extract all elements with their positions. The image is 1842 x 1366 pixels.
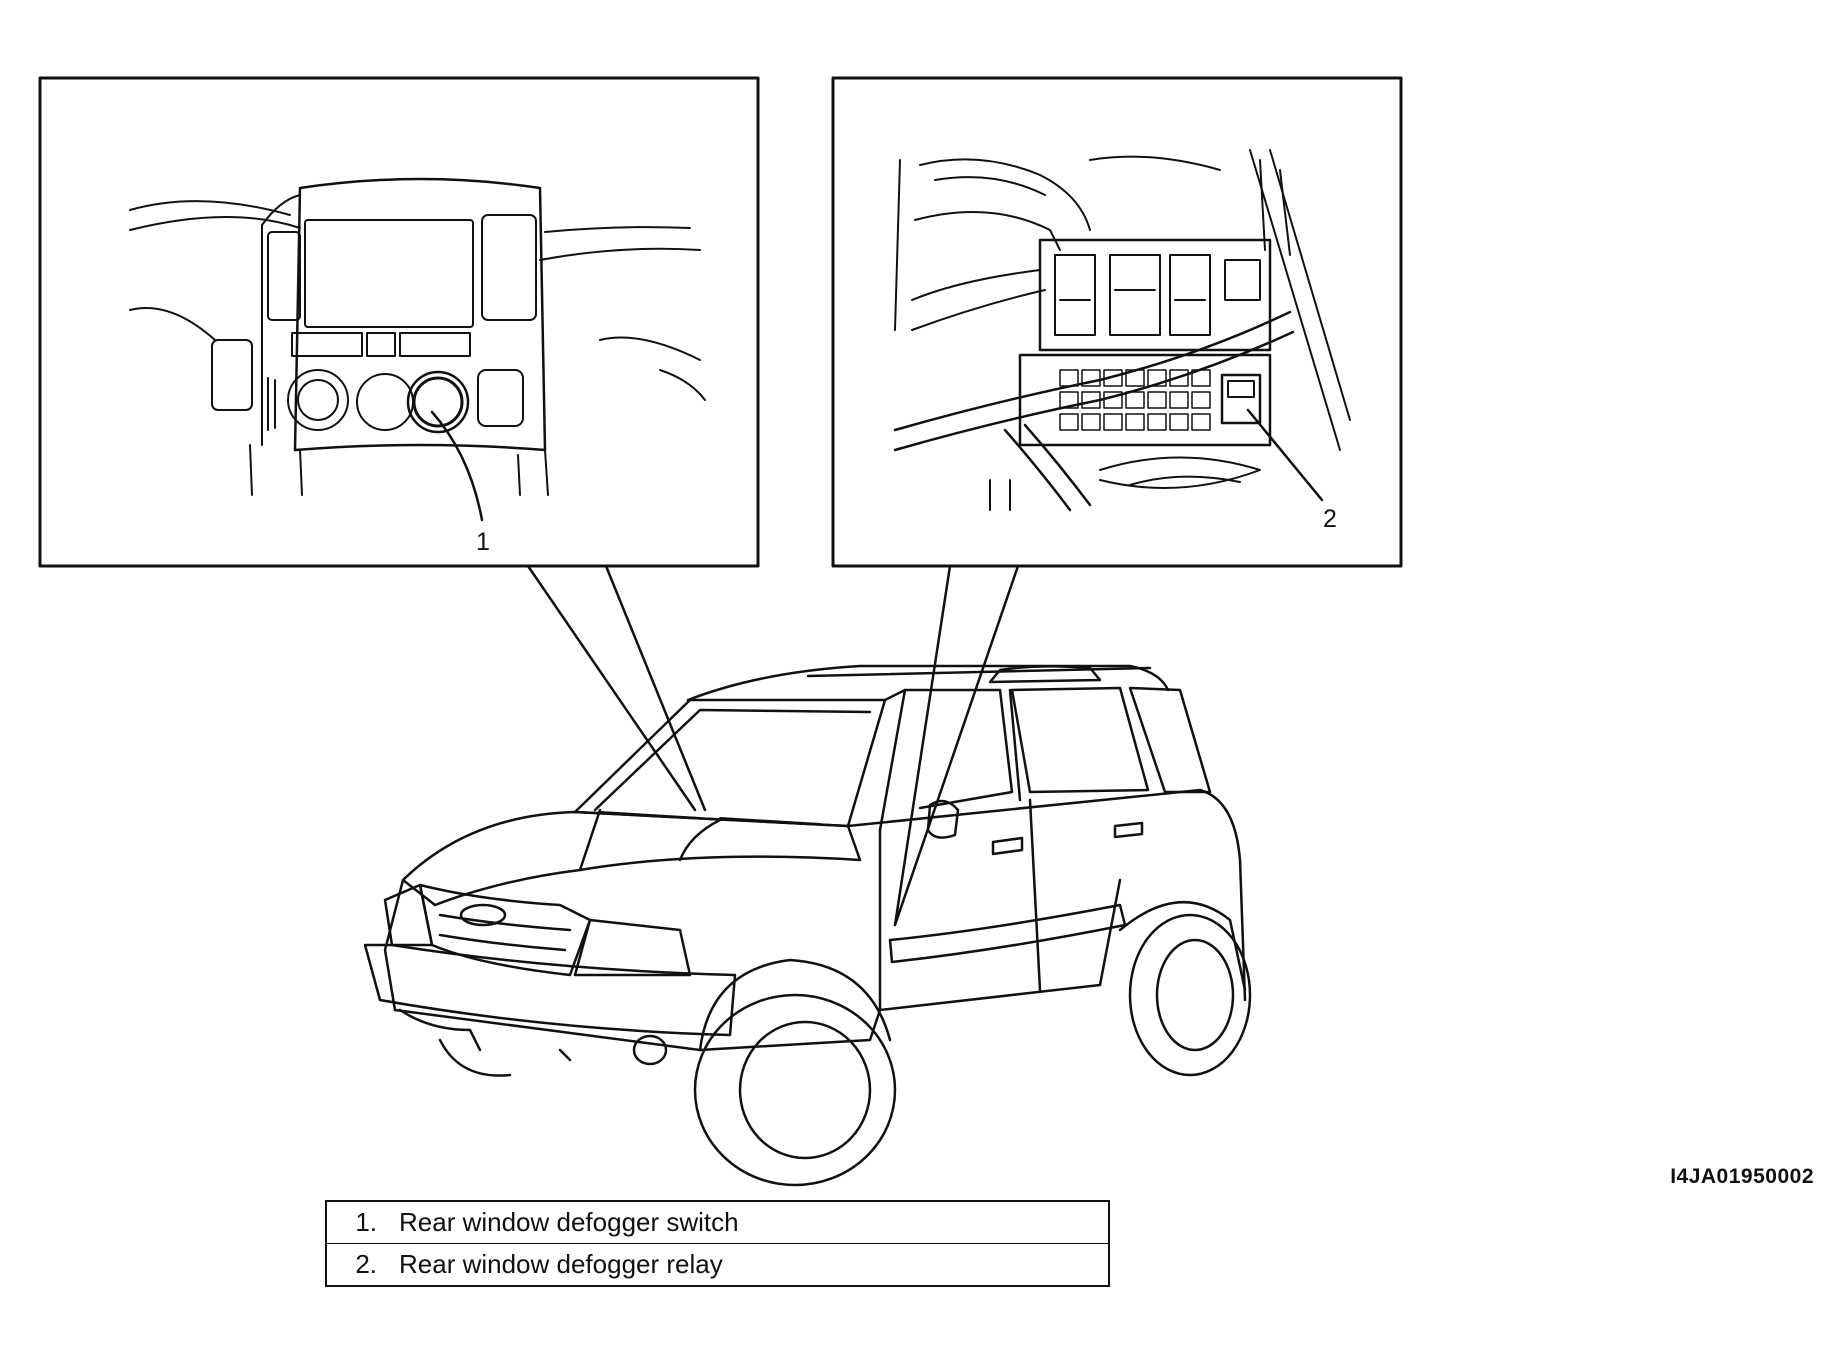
headlight-left bbox=[383, 883, 434, 947]
rear-wheel bbox=[1128, 913, 1252, 1077]
defogger-relay bbox=[1220, 373, 1262, 425]
relay-box-illustration bbox=[893, 149, 1351, 512]
callout-leader-2 bbox=[893, 564, 1020, 927]
hood bbox=[401, 810, 862, 907]
front-wheel bbox=[693, 993, 897, 1187]
callout-number-1: 1 bbox=[476, 528, 490, 556]
side-moulding bbox=[888, 903, 1127, 964]
relay-leader-line bbox=[1246, 408, 1324, 502]
legend-text-2: Rear window defogger relay bbox=[399, 1249, 723, 1279]
side-mirror bbox=[926, 799, 960, 839]
figure-code: I4JA01950002 bbox=[1670, 1165, 1814, 1188]
front-bumper bbox=[363, 943, 737, 1037]
windshield bbox=[573, 698, 887, 828]
legend-cell-2: 2. Rear window defogger relay bbox=[325, 1243, 1110, 1287]
inset-panel-switch: 1 bbox=[38, 76, 760, 568]
legend-row-1: 1. Rear window defogger switch bbox=[325, 1200, 1110, 1244]
callout-number-2: 2 bbox=[1323, 505, 1337, 533]
dashboard-illustration bbox=[129, 177, 706, 496]
front-door-window bbox=[883, 688, 1014, 810]
fog-lamp bbox=[632, 1034, 668, 1066]
legend-text-1: Rear window defogger switch bbox=[399, 1207, 739, 1237]
callout-leader-1 bbox=[526, 564, 707, 812]
rear-door-window bbox=[1010, 686, 1150, 794]
emblem bbox=[459, 903, 507, 927]
legend-number-1: 1. bbox=[355, 1207, 377, 1237]
legend-number-2: 2. bbox=[355, 1249, 377, 1279]
inset-frame-switch bbox=[38, 76, 760, 568]
legend-table: 1. Rear window defogger switch 2. Rear win… bbox=[325, 1200, 1110, 1287]
switch-leader-line bbox=[430, 410, 484, 522]
inset-panel-relay: 2 bbox=[831, 76, 1403, 568]
front-door-handle bbox=[991, 836, 1024, 856]
quarter-window bbox=[1128, 686, 1212, 794]
rear-door-handle bbox=[1113, 821, 1144, 839]
headlight-right bbox=[573, 918, 692, 977]
legend-cell-1: 1. Rear window defogger switch bbox=[325, 1200, 1110, 1244]
vehicle-illustration bbox=[363, 664, 1252, 1187]
roof-line bbox=[686, 664, 1170, 702]
legend-row-2: 2. Rear window defogger relay bbox=[325, 1243, 1110, 1287]
location-diagram: 1 bbox=[38, 76, 1403, 1187]
inset-frame-relay bbox=[831, 76, 1403, 568]
